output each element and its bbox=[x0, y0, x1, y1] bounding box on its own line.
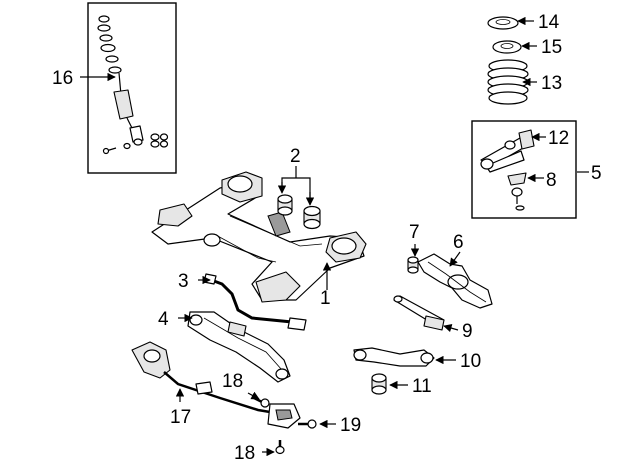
bolt-icon bbox=[275, 440, 285, 455]
callout-14: 14 bbox=[538, 12, 560, 33]
shock-absorber-icon bbox=[97, 15, 169, 155]
callout-9: 9 bbox=[462, 321, 473, 342]
leader-6 bbox=[449, 251, 461, 267]
spring-seat[interactable]: 15 bbox=[492, 37, 562, 58]
callout-8: 8 bbox=[546, 170, 557, 191]
lower-suspension-arm-icon bbox=[131, 341, 301, 429]
bolt-lower[interactable]: 18 bbox=[234, 440, 285, 464]
coil-spring[interactable]: 13 bbox=[487, 59, 562, 105]
bushing-icon bbox=[371, 373, 387, 395]
coil-spring-icon bbox=[487, 59, 529, 105]
upper-arm-inset-frame bbox=[471, 120, 577, 219]
callout-13: 13 bbox=[541, 73, 562, 94]
callout-1: 1 bbox=[320, 288, 331, 309]
lower-control-arm-icon bbox=[417, 253, 493, 309]
callout-18a: 18 bbox=[222, 371, 243, 392]
lower-control-arm[interactable]: 6 bbox=[417, 232, 493, 309]
crossmember[interactable]: 1 bbox=[151, 171, 367, 309]
link-bushing[interactable]: 11 bbox=[371, 373, 432, 397]
callout-2: 2 bbox=[290, 146, 301, 167]
callout-6: 6 bbox=[453, 232, 464, 253]
callout-11: 11 bbox=[412, 376, 432, 397]
callout-17: 17 bbox=[170, 407, 191, 428]
callout-7: 7 bbox=[409, 222, 420, 243]
upper-link[interactable]: 10 bbox=[353, 347, 481, 372]
upper-control-arm-inset[interactable]: 12 8 5 bbox=[471, 120, 602, 219]
shock-inset-frame bbox=[87, 2, 177, 174]
shock-absorber-inset[interactable]: 16 bbox=[52, 2, 177, 174]
callout-16: 16 bbox=[52, 68, 73, 89]
ball-joint-icon bbox=[507, 172, 527, 211]
control-arm-bushing[interactable]: 7 bbox=[407, 222, 420, 274]
callout-12: 12 bbox=[548, 128, 569, 149]
bolt-upper[interactable]: 18 bbox=[222, 371, 270, 408]
trailing-arm-icon bbox=[187, 311, 291, 383]
bushing-icon bbox=[407, 256, 419, 274]
leader-18a bbox=[247, 391, 260, 400]
callout-4: 4 bbox=[158, 309, 169, 330]
lateral-link-icon bbox=[393, 295, 445, 331]
callout-19: 19 bbox=[340, 415, 361, 436]
callout-3: 3 bbox=[178, 271, 189, 292]
callout-5: 5 bbox=[591, 163, 602, 184]
callout-18b: 18 bbox=[234, 443, 255, 464]
callout-10: 10 bbox=[460, 351, 481, 372]
bushing-icon bbox=[277, 194, 321, 230]
upper-spring-insulator[interactable]: 14 bbox=[487, 12, 560, 33]
lateral-link[interactable]: 9 bbox=[393, 295, 473, 342]
upper-control-arm-icon bbox=[480, 129, 535, 173]
callout-15: 15 bbox=[541, 37, 562, 58]
nut-icon bbox=[298, 419, 317, 429]
crossmember-icon bbox=[151, 171, 367, 303]
nut-bolt[interactable]: 19 bbox=[298, 415, 361, 436]
stabilizer-bar[interactable]: 3 bbox=[178, 271, 307, 331]
bolt-icon bbox=[253, 396, 270, 408]
trailing-arm[interactable]: 4 bbox=[158, 309, 291, 383]
lower-suspension-arm[interactable]: 17 bbox=[131, 341, 301, 429]
upper-link-icon bbox=[353, 347, 435, 367]
crossmember-bushings[interactable]: 2 bbox=[277, 146, 321, 230]
leader-9 bbox=[443, 324, 459, 333]
